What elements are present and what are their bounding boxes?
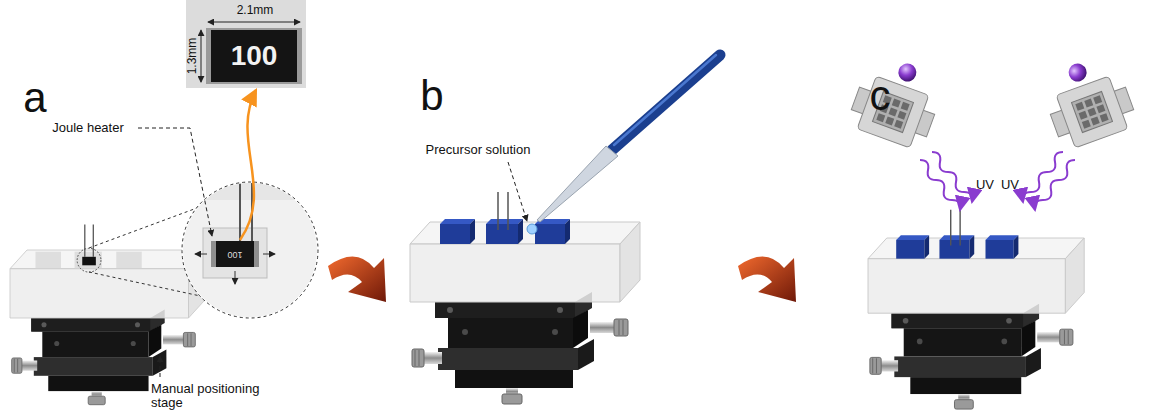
part-label: Joule heater [52,121,124,135]
panel-letter: c [870,73,891,119]
dimension-label: 2.1mm [237,4,274,17]
resistor-marking-box: 100 [211,30,297,82]
radiation-label: UV [976,178,994,192]
resistor-marking: 100 [227,249,242,259]
radiation-label: UV [1001,178,1019,192]
part-label: Manual positioning stage [151,382,281,411]
panel-letter: a [23,75,46,121]
part-label: Precursor solution [426,143,531,157]
panel-letter: b [420,73,443,119]
node-text: 100 [231,40,278,72]
dimension-label: 1.3mm [186,38,199,75]
